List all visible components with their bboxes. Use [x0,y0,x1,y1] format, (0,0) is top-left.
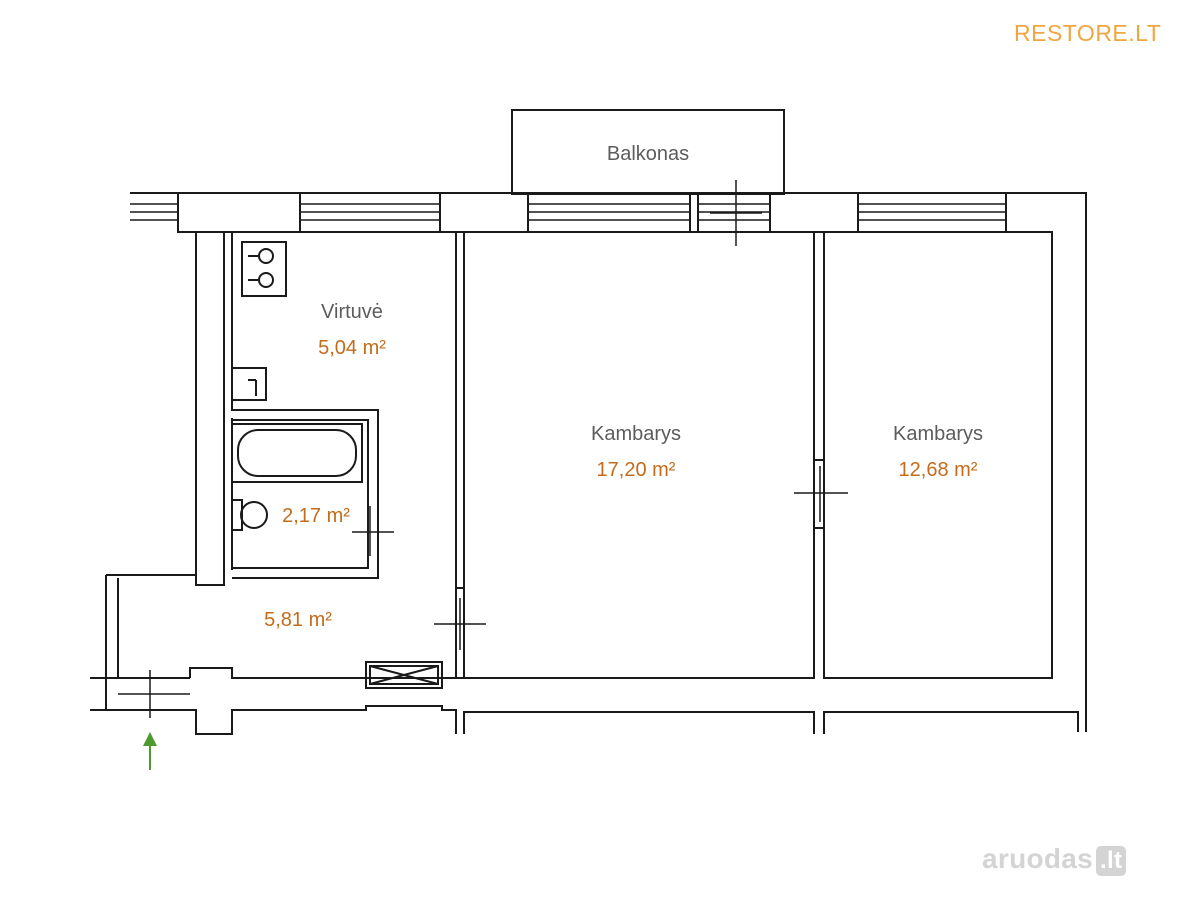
windows [130,203,1006,221]
room1-outline [463,231,815,679]
room1-area: 17,20 m² [597,459,676,481]
hallway-area: 5,81 m² [264,609,332,631]
watermark-main: aruodas [982,843,1094,874]
kitchen-label: Virtuvė [321,301,383,323]
watermark: aruodas.lt [982,843,1127,876]
doors [118,180,848,718]
entrance-arrow-icon [143,732,157,770]
room2-label: Kambarys [893,423,983,445]
stove-icon [241,241,287,297]
kitchen-area: 5,04 m² [318,337,386,359]
brand-logo: RESTORE.LT [1014,20,1162,46]
room2-area: 12,68 m² [899,459,978,481]
watermark-tail: .lt [1096,846,1127,876]
walls [90,109,1087,735]
bathtub-icon [231,423,363,483]
room2-outline [823,231,1053,679]
toilet-icon [231,499,268,531]
bathroom-outline [231,419,369,569]
sink-icon [231,367,267,401]
bathroom-area: 2,17 m² [282,505,350,527]
room1-label: Kambarys [591,423,681,445]
balcony-label: Balkonas [607,143,689,165]
ventilation-icon [365,661,443,689]
balcony-outline [511,109,785,195]
